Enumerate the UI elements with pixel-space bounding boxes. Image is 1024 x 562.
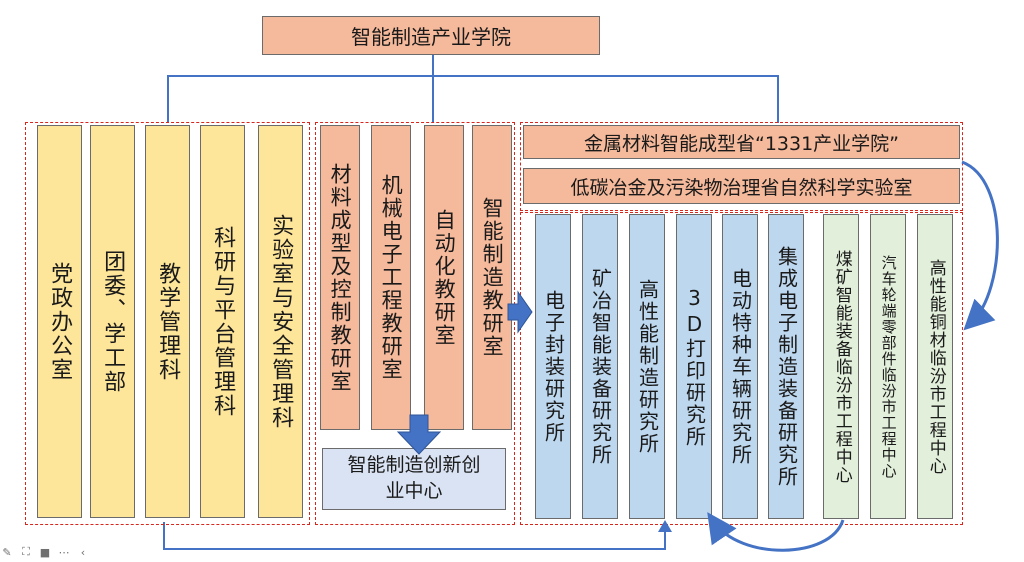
innovation-center: 智能制造创新创业中心 [322, 448, 506, 510]
admin-unit-teaching-management: 教学管理科 [145, 125, 190, 518]
institute-group-border [520, 212, 963, 525]
admin-unit-lab-safety: 实验室与安全管理科 [258, 125, 303, 518]
teaching-office-intelligent-manufacturing: 智能制造教研室 [472, 125, 512, 430]
connector-horizontal-top [167, 75, 778, 77]
connector-bottom-left-drop [163, 522, 165, 550]
platform-1331-college: 金属材料智能成型省“1331产业学院” [523, 125, 960, 159]
slideshow-toolbar: ✎ ⛶ ■ ⋯ ‹ [0, 543, 90, 561]
center-coal-mine-equipment: 煤矿智能装备临汾市工程中心 [823, 214, 859, 519]
connector-left-drop [167, 75, 169, 123]
center-automotive-wheel-parts: 汽车轮端零部件临汾市工程中心 [870, 214, 906, 519]
admin-unit-research-platform: 科研与平台管理科 [200, 125, 245, 518]
down-block-arrow [396, 414, 442, 455]
admin-unit-party-office: 党政办公室 [37, 125, 82, 518]
admin-unit-youth-league: 团委、学工部 [90, 125, 135, 518]
focus-icon[interactable]: ⛶ [22, 545, 30, 558]
platform-low-carbon-lab: 低碳冶金及污染物治理省自然科学实验室 [523, 168, 960, 204]
pen-icon[interactable]: ✎ [2, 545, 12, 559]
institute-electronic-packaging: 电子封装研究所 [535, 214, 571, 519]
institute-integrated-electronics: 集成电子制造装备研究所 [768, 214, 804, 519]
connector-title-down [432, 55, 434, 76]
bottom-up-arrowhead [658, 520, 672, 532]
connector-bottom-up [664, 527, 666, 550]
title-box: 智能制造产业学院 [262, 16, 600, 55]
platform-group-border [520, 122, 963, 211]
institute-3d-printing: 3D打印研究所 [676, 214, 712, 519]
teaching-office-automation: 自动化教研室 [424, 125, 464, 430]
connector-bottom-horizontal [163, 548, 666, 550]
more-icon[interactable]: ⋯ [58, 545, 70, 559]
institute-mining-equipment: 矿冶智能装备研究所 [582, 214, 618, 519]
teaching-group-border [315, 122, 515, 525]
teaching-office-materials: 材料成型及控制教研室 [320, 125, 360, 430]
center-copper-materials: 高性能铜材临汾市工程中心 [917, 214, 953, 519]
connector-right-drop [777, 75, 779, 123]
teaching-office-mechatronics: 机械电子工程教研室 [371, 125, 411, 430]
right-block-arrow [507, 290, 533, 334]
back-icon[interactable]: ‹ [80, 545, 86, 559]
bottom-curved-arrow [707, 512, 845, 552]
admin-group-border [25, 122, 310, 525]
right-curved-arrow [961, 160, 999, 331]
connector-mid-drop [432, 75, 434, 123]
institute-high-performance-manufacturing: 高性能制造研究所 [629, 214, 665, 519]
institute-electric-vehicles: 电动特种车辆研究所 [722, 214, 758, 519]
camera-icon[interactable]: ■ [39, 545, 51, 559]
